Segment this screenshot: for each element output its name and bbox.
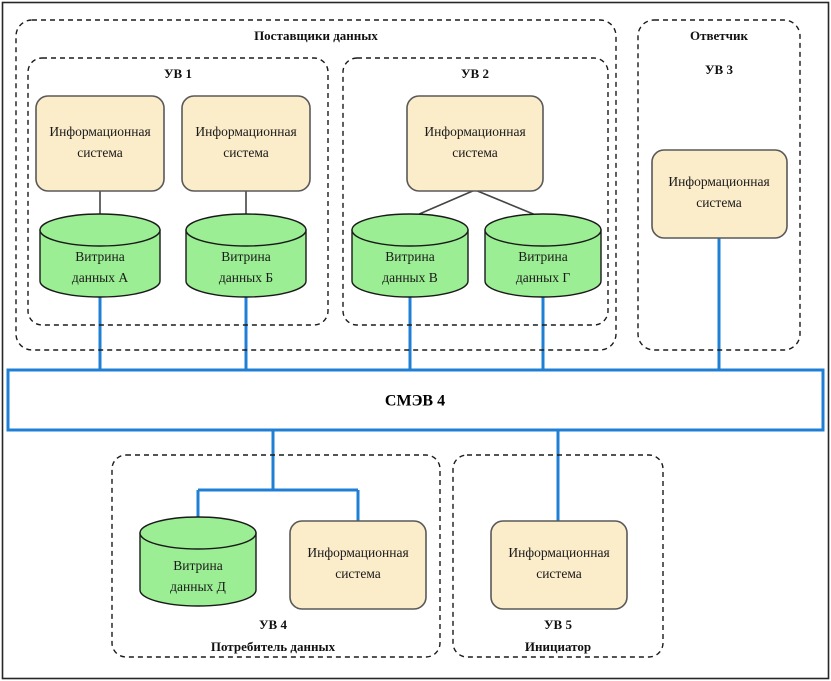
mart-d-label-line2: данных Д [170,579,226,594]
is-uv5-label-line2: система [536,566,582,581]
mart-v-label-line1: Витрина [385,249,435,264]
is-uv1-b-shape[interactable] [181,95,311,192]
is-uv1-a-label-line2: система [77,145,123,160]
mart-g-top[interactable] [484,213,602,247]
is-uv4-shape[interactable] [289,520,427,610]
is-uv5-label-line1: Информационная [508,545,609,560]
group-uv3-label: УВ 3 [705,62,733,77]
mart-a-body[interactable] [39,229,161,298]
mart-b-label-line1: Витрина [221,249,271,264]
node-mart-d[interactable]: Витрина данных Д [139,516,257,607]
mart-b-label-line2: данных Б [219,270,273,285]
mart-b-top[interactable] [185,213,307,247]
mart-a-label-line2: данных А [72,270,129,285]
link-is-uv2-to-mart-g [474,189,544,219]
is-uv1-a-label-line1: Информационная [49,124,150,139]
mart-a-top[interactable] [39,213,161,247]
group-uv1: УВ 1 Информационная система Информационн… [27,57,329,326]
is-uv3-shape[interactable] [651,149,788,239]
group-providers: Поставщики данных [15,19,617,351]
is-uv2-label-line2: система [452,145,498,160]
group-responder-border [637,19,801,351]
is-uv2-label-line1: Информационная [424,124,525,139]
mart-d-body[interactable] [139,532,257,607]
group-providers-label: Поставщики данных [254,28,378,43]
is-uv1-a-shape[interactable] [35,95,165,192]
is-uv3-label-line1: Информационная [668,174,769,189]
group-responder: Ответчик УВ 3 Информационная система [637,19,801,351]
mart-g-label-line2: данных Г [516,270,571,285]
group-uv1-label: УВ 1 [164,66,192,81]
mart-v-top[interactable] [351,213,469,247]
node-is-uv1-a[interactable]: Информационная система [35,95,165,192]
node-mart-a[interactable]: Витрина данных А [39,213,161,298]
group-uv2-border [342,57,609,326]
node-mart-g[interactable]: Витрина данных Г [484,213,602,298]
mart-a-label-line1: Витрина [75,249,125,264]
is-uv5-shape[interactable] [490,520,628,610]
group-uv2-label: УВ 2 [461,66,489,81]
is-uv1-b-label-line1: Информационная [195,124,296,139]
mart-v-body[interactable] [351,229,469,298]
node-is-uv4[interactable]: Информационная система [289,520,427,610]
bus-smev4-label: СМЭВ 4 [385,393,445,410]
group-uv4-sublabel: Потребитель данных [211,639,336,654]
bus-connectors [98,238,721,521]
bus-smev4[interactable]: СМЭВ 4 [6,368,825,432]
group-uv4-border [111,454,441,658]
group-uv5-sublabel: Инициатор [525,639,591,654]
group-uv4-label: УВ 4 [259,617,287,632]
group-uv1-border [27,57,329,326]
is-uv4-label-line1: Информационная [307,545,408,560]
is-uv4-label-line2: система [335,566,381,581]
mart-b-body[interactable] [185,229,307,298]
group-uv4: УВ 4 Потребитель данных Витрина данных Д… [111,454,441,658]
node-is-uv3[interactable]: Информационная система [651,149,788,239]
is-uv2-shape[interactable] [406,95,544,192]
group-uv5-label: УВ 5 [544,617,572,632]
node-mart-b[interactable]: Витрина данных Б [185,213,307,298]
is-uv3-label-line2: система [696,195,742,210]
group-providers-border [15,19,617,351]
group-uv2: УВ 2 Информационная система Витрина данн… [342,57,609,326]
bus-smev4-shape[interactable] [6,368,825,432]
node-is-uv1-b[interactable]: Информационная система [181,95,311,192]
is-uv1-b-label-line2: система [223,145,269,160]
mart-v-label-line2: данных В [382,270,438,285]
node-is-uv5[interactable]: Информационная система [490,520,628,610]
mart-d-top[interactable] [139,516,257,550]
group-uv5: УВ 5 Инициатор Информационная система [452,454,664,658]
mart-g-label-line1: Витрина [518,249,568,264]
link-is-uv2-to-mart-v [409,189,476,219]
mart-g-body[interactable] [484,229,602,298]
node-is-uv2[interactable]: Информационная система [406,95,544,192]
group-uv5-border [452,454,664,658]
mart-d-label-line1: Витрина [173,558,223,573]
node-mart-v[interactable]: Витрина данных В [351,213,469,298]
group-responder-label: Ответчик [690,28,748,43]
